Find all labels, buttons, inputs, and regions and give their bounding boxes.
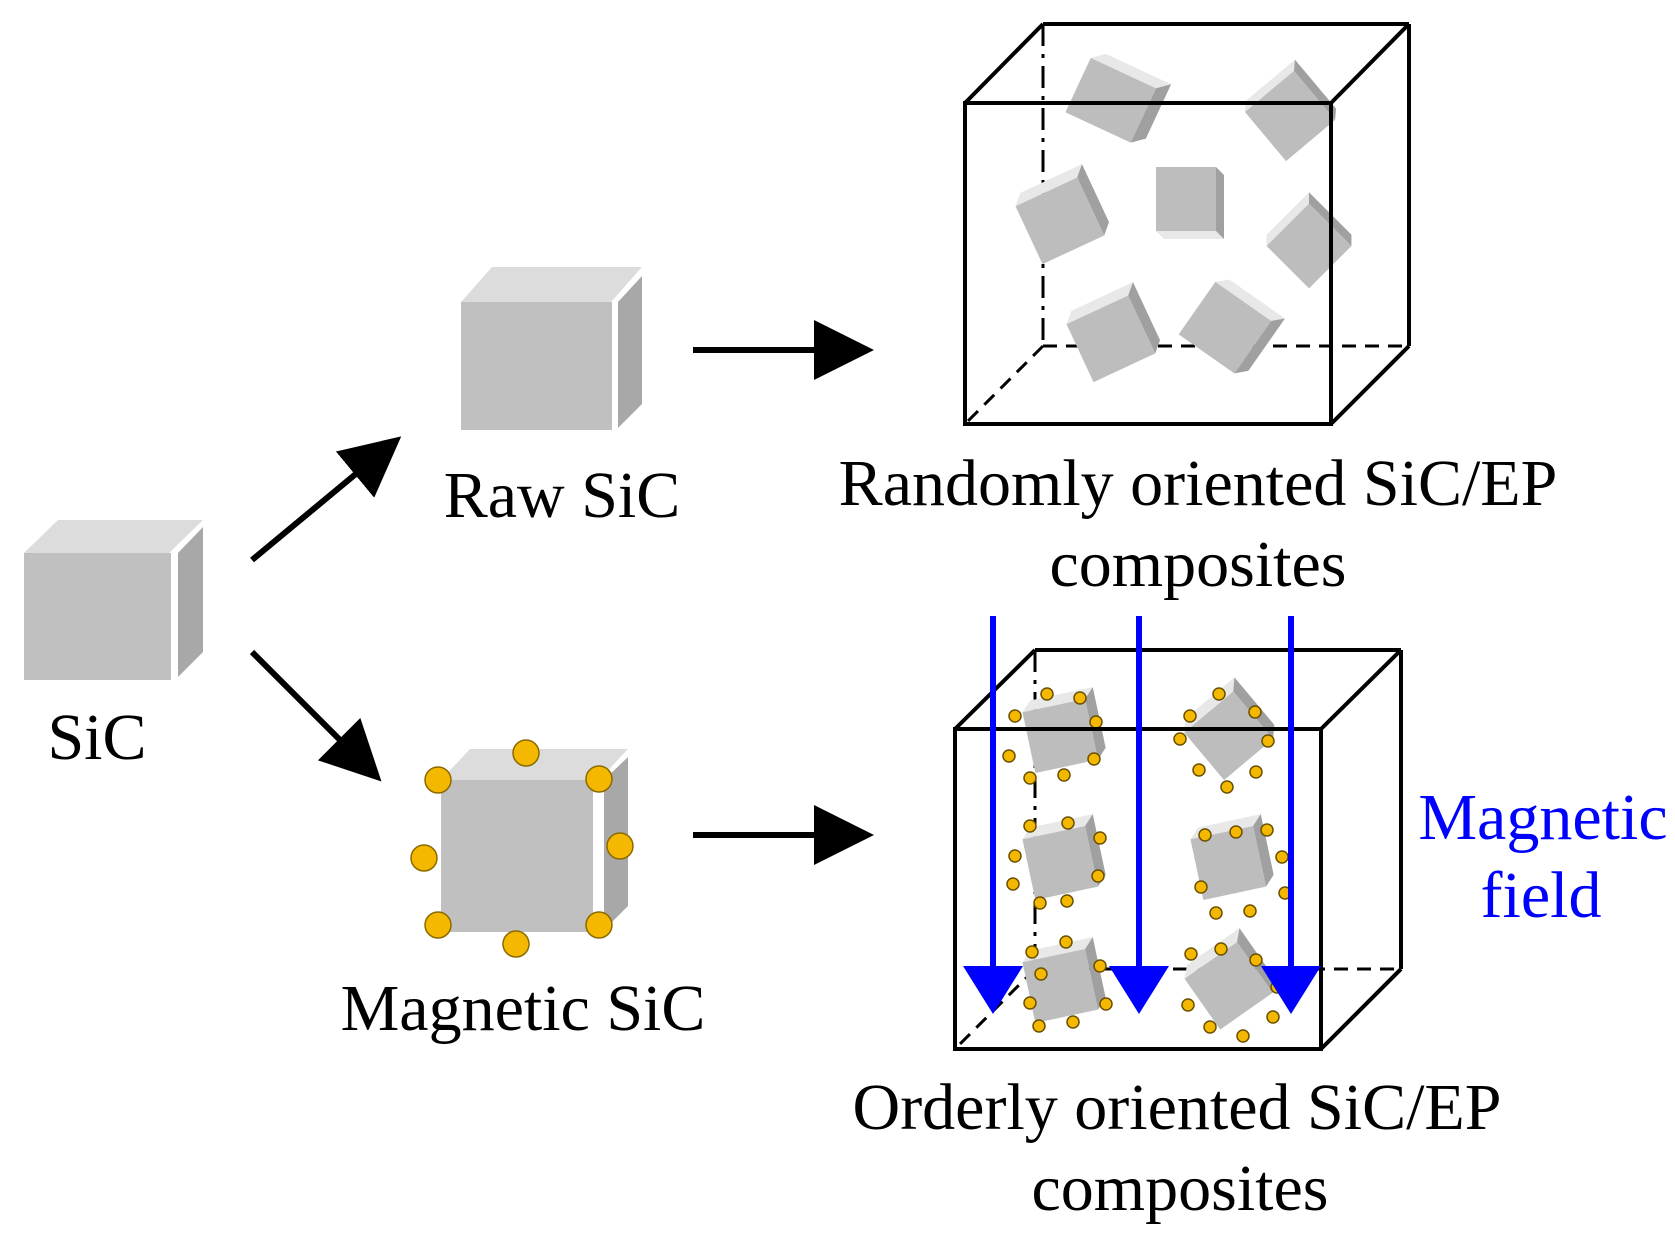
magnetic-field-label-line2: field (1480, 859, 1602, 932)
random-platelet (1156, 167, 1224, 239)
magnetic-particles (410, 739, 634, 958)
magnetic-field-label-line1: Magnetic (1418, 781, 1668, 854)
arrow-to-magnetic-sic (249, 649, 382, 782)
sic-cube (24, 520, 203, 680)
random-platelet (1178, 279, 1285, 374)
random-platelet (1244, 59, 1337, 162)
arrow-to-raw-sic (250, 436, 402, 563)
sic-label: SiC (47, 701, 147, 774)
magnetic-sic-label: Magnetic SiC (340, 972, 706, 1045)
orderly-composite-box (953, 648, 1403, 1051)
magnetic-field-arrows (963, 616, 1321, 1014)
random-platelet (1266, 192, 1352, 289)
platelet-particles (1002, 687, 1292, 1043)
random-composite-label-line2: composites (1049, 528, 1347, 601)
raw-sic-label: Raw SiC (443, 459, 681, 532)
random-composite-box (963, 22, 1411, 426)
random-platelet (1065, 53, 1172, 143)
orderly-composite-label-line2: composites (1031, 1152, 1329, 1225)
orderly-composite-label-line1: Orderly oriented SiC/EP (852, 1071, 1502, 1144)
aligned-platelet (1190, 814, 1274, 900)
magnetic-sic-cube (410, 739, 634, 958)
aligned-platelet (1022, 814, 1106, 900)
raw-sic-cube (461, 267, 642, 430)
random-composite-label-line1: Randomly oriented SiC/EP (838, 447, 1558, 520)
random-platelet (1066, 282, 1161, 383)
random-platelet (1015, 164, 1110, 265)
aligned-platelet (1184, 928, 1276, 1030)
